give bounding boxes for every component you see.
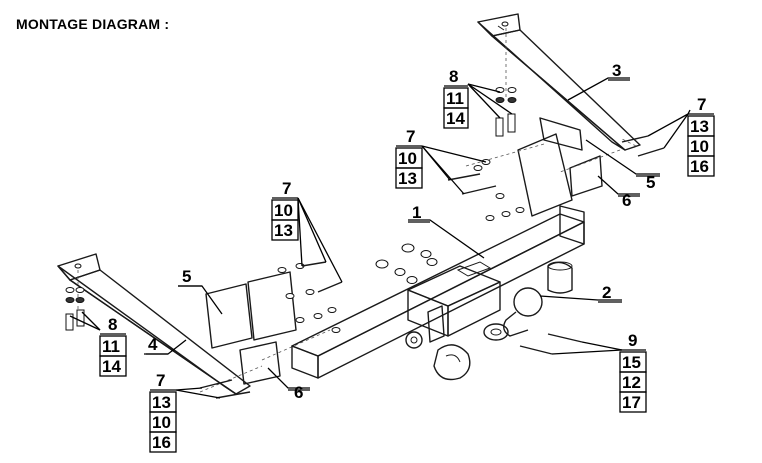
right-side-plate: [465, 117, 621, 217]
label-tow-ball: 2: [602, 283, 611, 302]
left-side-plate: [199, 271, 331, 393]
callout-top-center: 8 11 14: [443, 67, 469, 129]
svg-text:16: 16: [690, 157, 709, 176]
svg-text:7: 7: [282, 179, 291, 198]
svg-text:11: 11: [446, 89, 464, 108]
callout-ball-bolts: 9 15 12 17: [619, 331, 647, 413]
right-bracket: [477, 13, 641, 151]
svg-text:13: 13: [398, 169, 417, 188]
callout-center-left: 7 10 13: [271, 179, 299, 241]
svg-text:17: 17: [622, 393, 641, 412]
label-left-spacer: 6: [294, 383, 303, 402]
svg-text:10: 10: [152, 413, 171, 432]
hardware-fasteners: [65, 87, 665, 399]
svg-text:14: 14: [446, 109, 465, 128]
label-right-plate: 5: [646, 173, 655, 192]
svg-text:8: 8: [108, 315, 117, 334]
label-main-frame: 1: [412, 203, 421, 222]
svg-text:8: 8: [449, 67, 458, 86]
svg-text:12: 12: [622, 373, 641, 392]
callout-right-upper: 7 13 10 16: [687, 95, 715, 177]
svg-text:10: 10: [398, 149, 417, 168]
svg-text:16: 16: [152, 433, 171, 452]
part-labels: 1 2 3 4 5 5 6 6: [144, 61, 660, 402]
svg-text:10: 10: [690, 137, 709, 156]
svg-text:14: 14: [102, 357, 121, 376]
label-left-plate: 5: [182, 267, 191, 286]
svg-text:7: 7: [697, 95, 706, 114]
leader-lines: [69, 77, 691, 399]
svg-text:9: 9: [628, 331, 637, 350]
svg-text:10: 10: [274, 201, 293, 220]
socket-plate: [405, 331, 471, 381]
svg-text:13: 13: [274, 221, 293, 240]
svg-text:13: 13: [152, 393, 171, 412]
callout-left: 8 11 14: [99, 315, 127, 377]
svg-text:13: 13: [690, 117, 709, 136]
diagram-title: MONTAGE DIAGRAM :: [16, 16, 170, 32]
main-frame: [291, 205, 585, 379]
svg-text:15: 15: [622, 353, 641, 372]
tow-ball: [483, 261, 573, 341]
svg-text:11: 11: [102, 337, 120, 356]
label-right-spacer: 6: [622, 191, 631, 210]
callout-bottom-left: 7 13 10 16: [149, 371, 177, 453]
callout-center-upper: 7 10 13: [395, 127, 423, 189]
label-left-bracket: 4: [148, 335, 158, 354]
svg-text:7: 7: [406, 127, 415, 146]
svg-text:7: 7: [156, 371, 165, 390]
label-right-bracket: 3: [612, 61, 621, 80]
